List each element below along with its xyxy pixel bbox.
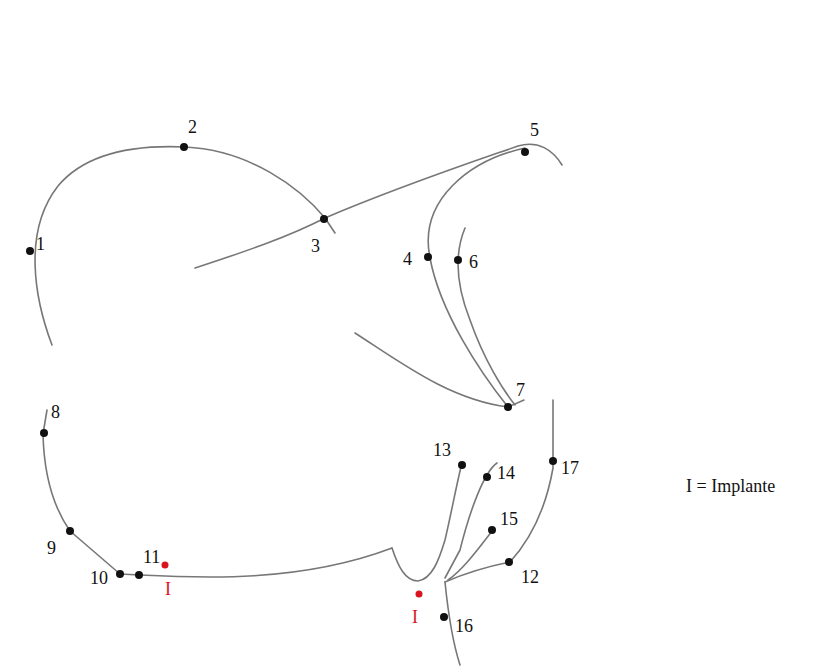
callout-number: 17	[561, 459, 579, 477]
mandible-outline	[43, 410, 392, 577]
callout-number: 10	[90, 569, 108, 587]
callout-number: 7	[516, 381, 525, 399]
callout-number: 5	[530, 121, 539, 139]
callout-number: 2	[188, 118, 197, 136]
sn-line	[195, 144, 562, 268]
callout-number: 11	[143, 548, 160, 566]
callout-number: 8	[51, 403, 60, 421]
upper-lip	[445, 400, 553, 582]
callout-number: 3	[311, 237, 320, 255]
implant-marker: I	[412, 608, 418, 626]
implant-dots	[162, 562, 423, 598]
callout-number: 6	[469, 253, 478, 271]
callout-number: 13	[433, 441, 451, 459]
incisor-outline	[445, 463, 497, 578]
callout-number: 15	[500, 510, 518, 528]
cranium-outline	[35, 147, 335, 345]
callout-number: 1	[36, 235, 45, 253]
orbit-outer	[428, 148, 525, 407]
incisor-outline	[392, 463, 462, 581]
orbit-inner	[458, 228, 515, 405]
callout-number: 12	[521, 568, 539, 586]
callout-number: 4	[403, 250, 412, 268]
legend-note: I = Implante	[686, 477, 775, 495]
palatal-line	[355, 333, 524, 407]
landmark-dots	[26, 143, 557, 621]
callout-number: 9	[47, 539, 56, 557]
implant-marker: I	[165, 580, 171, 598]
callout-number: 16	[455, 617, 473, 635]
callout-number: 14	[497, 464, 515, 482]
